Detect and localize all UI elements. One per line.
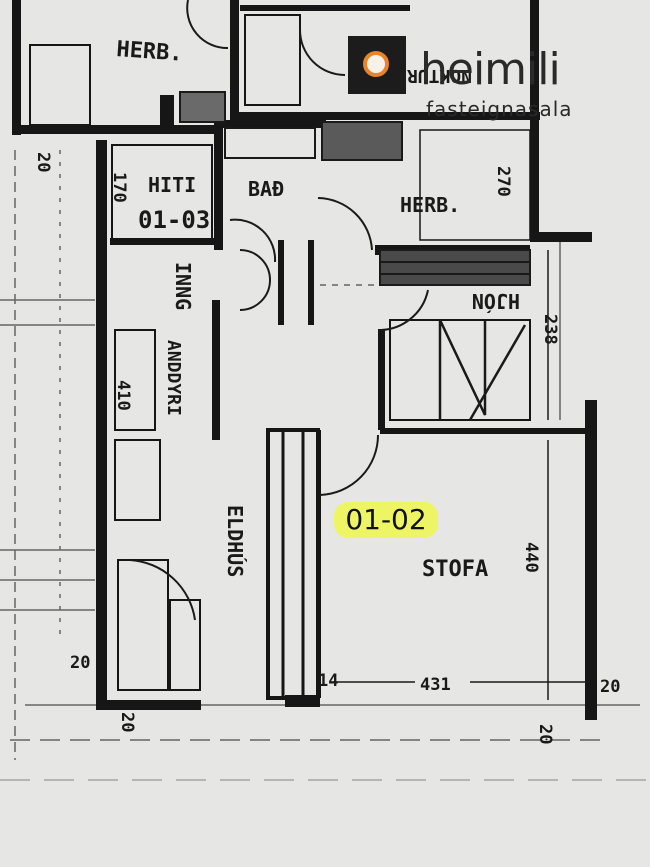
dimension-lines xyxy=(330,250,585,700)
room-label-anddyri: ANDDYRI xyxy=(163,340,184,416)
brand-logo: heimili fasteignasala xyxy=(348,36,628,126)
dimension-238: 238 xyxy=(540,314,560,345)
logo-name: heimili xyxy=(420,44,561,95)
hatched-walls xyxy=(179,91,531,286)
logo-mark-icon xyxy=(348,36,406,94)
door-swings xyxy=(129,0,429,621)
room-label-herb-2: HERB. xyxy=(400,193,460,217)
room-label-hiti-code: 01-03 xyxy=(138,206,210,234)
dimension-20-b: 20 xyxy=(70,653,90,673)
room-label-inng: INNG xyxy=(171,262,195,310)
dimension-431: 431 xyxy=(420,675,451,695)
room-label-noktur: NOKTUR xyxy=(407,65,472,86)
dimension-20-a: 20 xyxy=(33,152,53,172)
logo-dot xyxy=(363,51,389,77)
corridor-lines xyxy=(29,14,531,700)
logo-subtitle: fasteignasala xyxy=(426,97,573,121)
room-label-bad: BAÐ xyxy=(248,177,284,201)
highlighted-room-code: 01-02 xyxy=(334,502,438,538)
dimension-440: 440 xyxy=(521,542,541,573)
room-label-stofa: STOFA xyxy=(422,557,488,582)
room-label-hiti: HITI xyxy=(148,173,196,197)
bed-symbol xyxy=(438,319,527,421)
dimension-170: 170 xyxy=(109,172,129,203)
dimension-20-e: 20 xyxy=(535,724,555,744)
room-label-eldhus: ELDHÚS xyxy=(223,505,247,577)
room-label-herb-1: HERB. xyxy=(116,37,184,67)
dimension-20-d: 20 xyxy=(600,677,620,697)
walls xyxy=(12,0,597,720)
dimension-410: 410 xyxy=(113,380,133,411)
dimension-270: 270 xyxy=(493,166,513,197)
room-label-hjon: HJÓN xyxy=(472,289,520,313)
dimension-14: 14 xyxy=(318,671,338,691)
dimension-20-c: 20 xyxy=(117,712,137,732)
